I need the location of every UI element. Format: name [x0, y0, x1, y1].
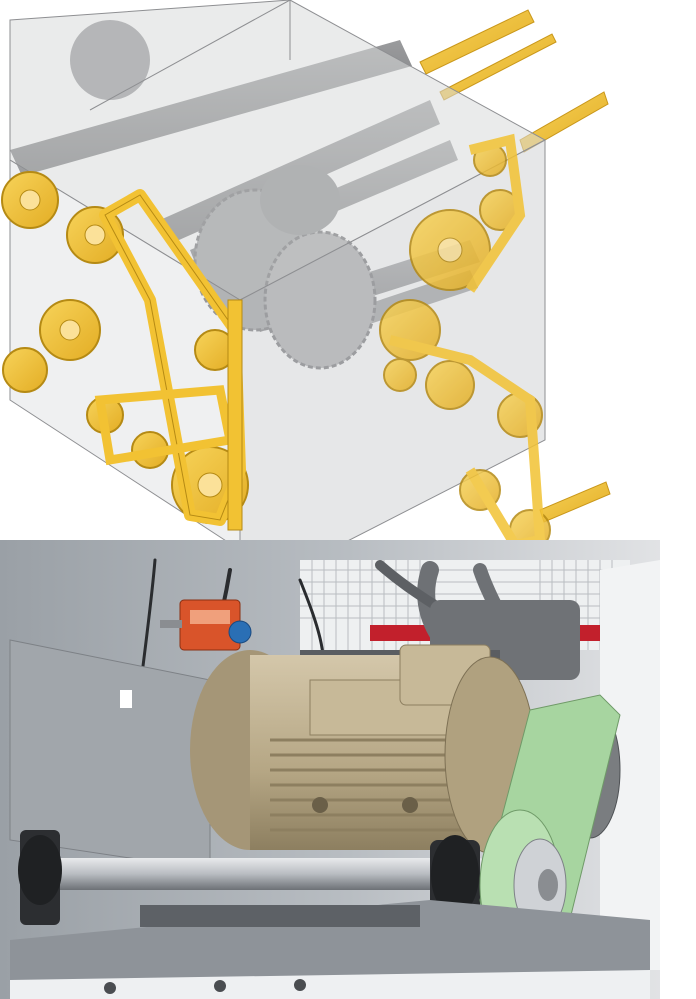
photo-margin: [660, 540, 696, 999]
right-belt-drive: [379, 133, 551, 551]
motor-photograph: [0, 540, 696, 999]
green-belt-drive: [479, 694, 621, 961]
left-belt-drive: [1, 171, 249, 531]
steel-shaft: [20, 858, 490, 890]
electric-motor: [190, 644, 536, 854]
base-rail: [10, 900, 650, 999]
photo-canvas: [0, 540, 696, 999]
drive-illustration: [1, 0, 611, 551]
right-panel: [600, 560, 660, 970]
limit-switch: [160, 599, 252, 651]
plate-slot: [120, 690, 132, 708]
illustration-canvas: [1, 0, 611, 551]
bearing-blocks: [18, 830, 480, 985]
output-shafts: [419, 9, 611, 523]
